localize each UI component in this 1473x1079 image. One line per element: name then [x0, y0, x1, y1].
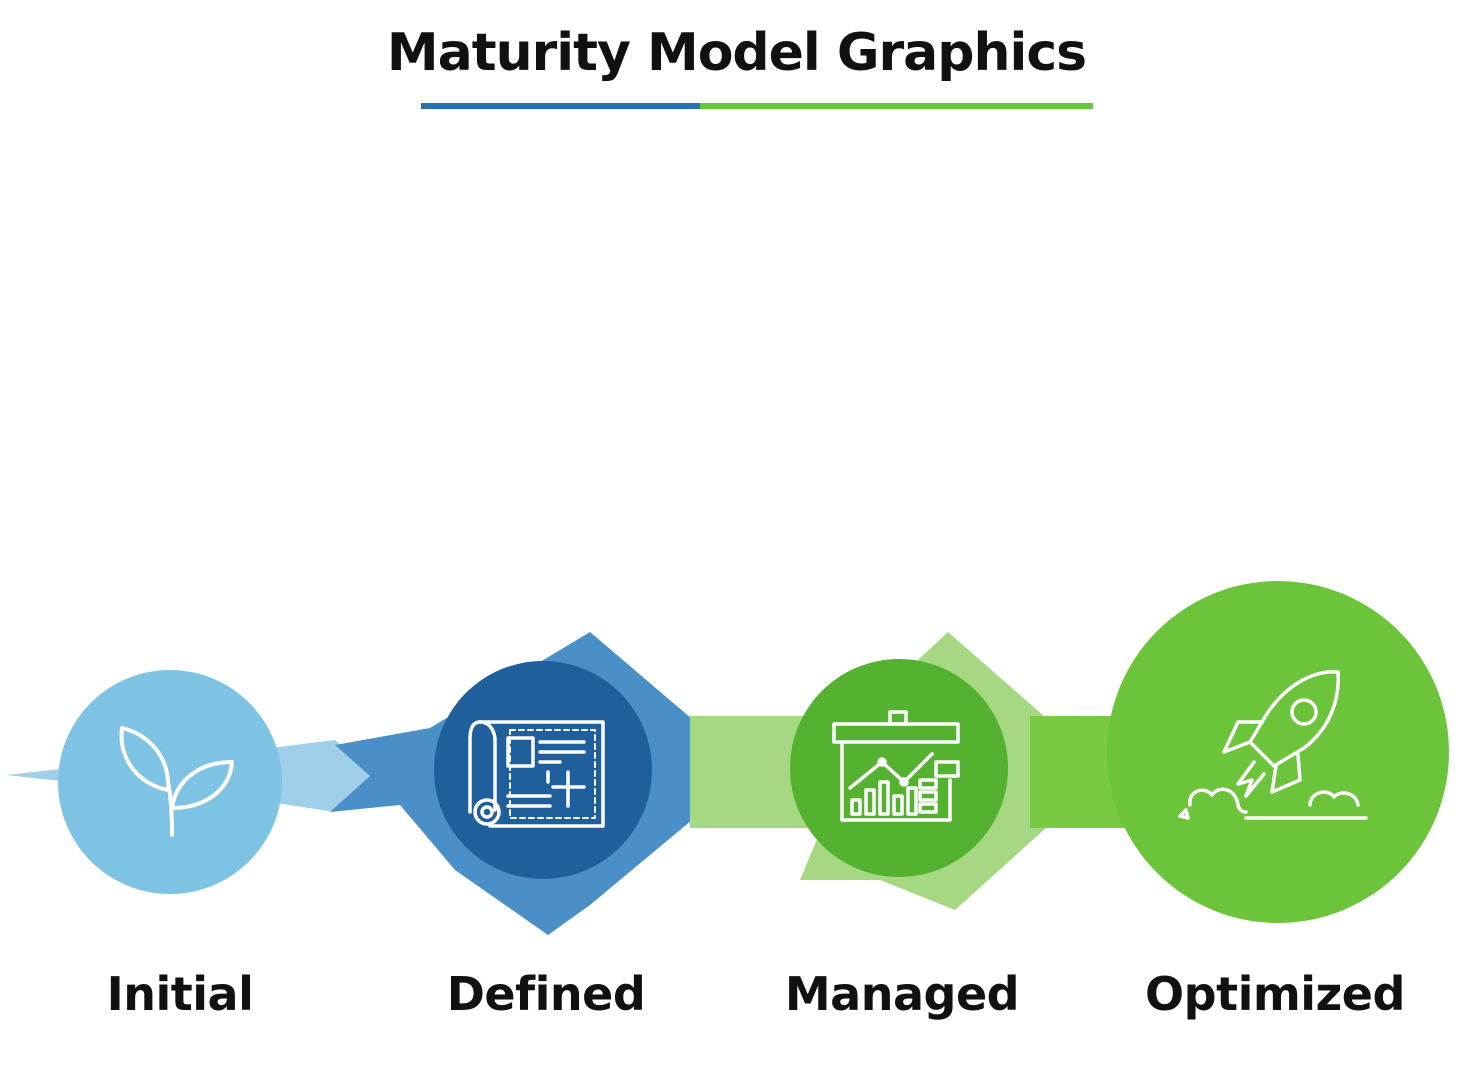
defined-circle: [434, 661, 652, 879]
title-underline: [421, 103, 1093, 109]
stage-label-managed: Managed: [784, 967, 1020, 1021]
optimized-circle: [1107, 581, 1449, 923]
stage-label-initial: Initial: [106, 967, 254, 1021]
page-title: Maturity Model Graphics: [386, 23, 1087, 83]
initial-tail-arrow: [6, 768, 70, 782]
sprout-icon: [119, 726, 234, 837]
title-underline-green-segment: [700, 103, 1093, 109]
managed-circle: [790, 659, 1008, 877]
rocket-icon: [1178, 670, 1368, 820]
growth-chart-icon: [832, 710, 960, 822]
initial-to-defined-arrow: [270, 740, 372, 812]
title-underline-blue-segment: [421, 103, 700, 109]
stage-label-defined: Defined: [446, 967, 646, 1021]
stage-label-optimized: Optimized: [1145, 967, 1405, 1021]
blueprint-icon: [468, 720, 605, 828]
